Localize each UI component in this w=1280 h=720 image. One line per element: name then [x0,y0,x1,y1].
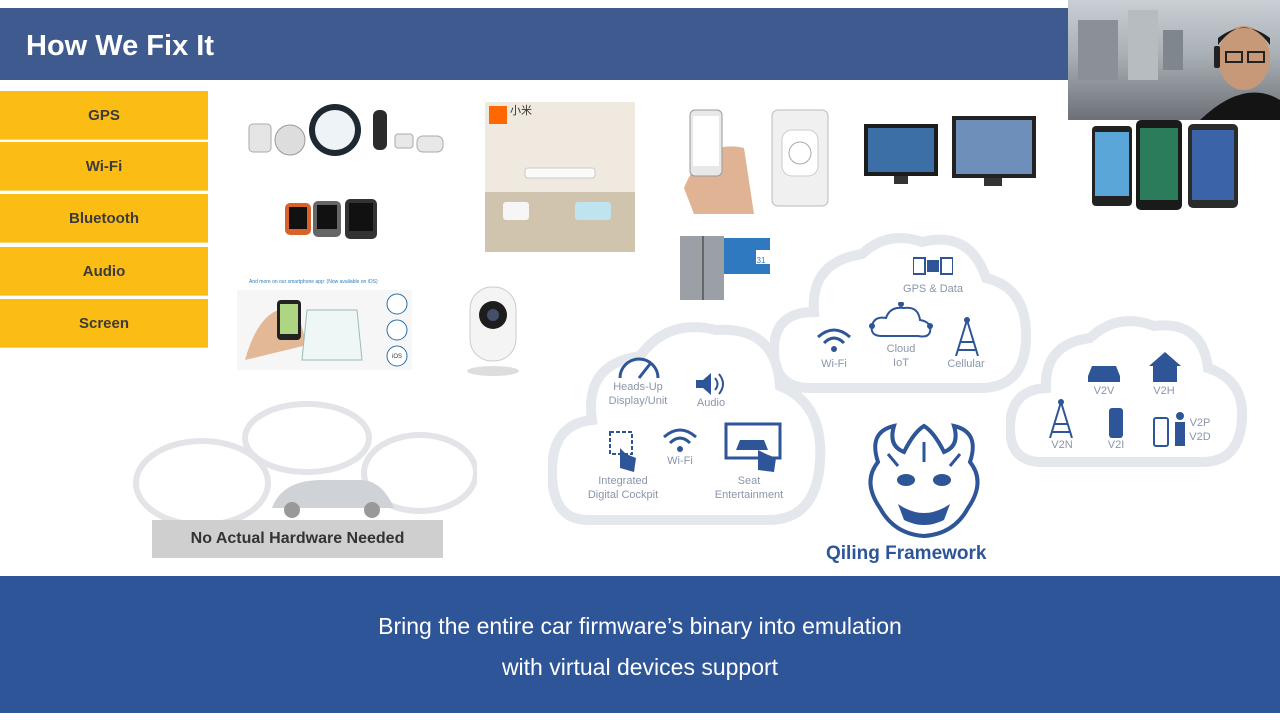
car-icon [1088,366,1120,382]
xiaomi-power-strip-image [485,102,635,252]
cloud-iot-text: Cloud IoT [886,343,916,369]
presenter-figure [1078,10,1280,120]
home-camera-image [467,286,519,376]
sidebar-wifi[interactable]: Wi-Fi [0,142,208,191]
cockpit-label: Integrated Digital Cockpit [587,475,659,501]
wifi-icon-left [663,428,697,452]
smart-fridge-image [680,236,770,300]
app-promo-text: And more on our smartphone app: (Now ava… [249,279,378,285]
cell-tower-icon-top [955,317,979,356]
wifi-label-top: Wi-Fi [821,358,847,370]
subtitle-line-1: Bring the entire car firmware’s binary i… [378,613,902,639]
ios-badge: iOS [391,354,402,360]
webcam-video [1068,0,1280,120]
wifi-label-left: Wi-Fi [667,455,693,467]
cell-tower-icon-right [1049,399,1073,438]
sidebar-gps[interactable]: GPS [0,91,208,140]
subtitle-band [0,576,1280,713]
smart-tvs-image [864,116,1036,186]
smart-plug-image [771,109,829,207]
xiaomi-brand-text: 小米 [510,105,532,117]
v2h-label: V2H [1153,385,1175,397]
qiling-dragon-logo [868,423,980,539]
wifi-icon-top [817,328,851,352]
title-bar: How We Fix It [0,8,1068,80]
qiling-framework-label: Qiling Framework [826,543,987,564]
sidebar-audio[interactable]: Audio [0,247,208,296]
speaker-icon [696,373,724,395]
touch-panel-icon [609,431,636,472]
cloud-iot-icon [869,302,933,338]
satellite-icon [913,257,953,275]
smartphones-image [1092,120,1238,210]
sidebar-screen[interactable]: Screen [0,299,208,348]
v2i-label: V2I [1107,439,1125,451]
speedometer-icon [618,357,660,379]
kettle-app-image [237,290,412,370]
faded-cloud-overview [133,401,477,528]
v2v-label: V2V [1093,385,1115,397]
cellular-label: Cellular [947,358,985,370]
traffic-light-icon [1109,408,1123,438]
slide-title: How We Fix It [26,30,214,62]
gps-data-label: GPS & Data [903,283,963,295]
v2p-v2d-label: V2P V2D [1189,417,1211,443]
hud-label: Heads-Up Display/Unit [608,381,668,407]
seat-screen-icon [724,422,782,472]
smart-home-kit-image [248,104,444,156]
v2n-label: V2N [1051,439,1073,451]
fridge-badge: 31 [756,256,766,265]
subtitle-line-2: with virtual devices support [501,654,779,680]
seat-label: Seat Entertainment [714,475,784,501]
pedestrian-device-icon [1153,412,1185,447]
audio-label: Audio [696,397,726,409]
cloud-iot-label: Cloud IoT [876,342,926,370]
house-icon [1149,352,1181,382]
no-hardware-label: No Actual Hardware Needed [152,520,443,558]
sidebar-bluetooth[interactable]: Bluetooth [0,194,208,243]
smartwatches-image [285,199,377,239]
phone-in-hand-image [684,109,754,214]
